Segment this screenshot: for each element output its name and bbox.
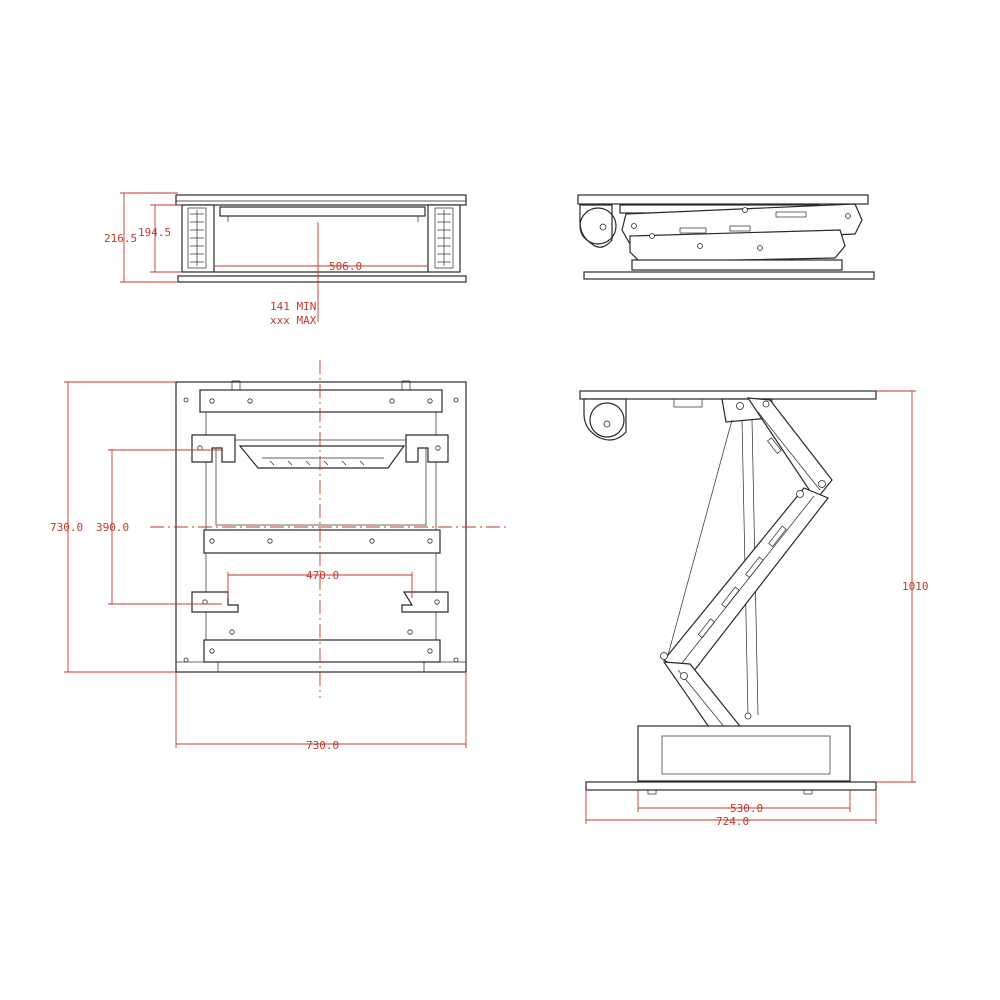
dim-front-inner-height: 194.5: [138, 226, 171, 239]
dim-plan-slot-span: 390.0: [96, 521, 129, 534]
dim-plan-width: 730.0: [306, 739, 339, 752]
note-max-height: xxx MAX: [270, 314, 317, 327]
note-min-height: 141 MIN: [270, 300, 316, 313]
side-view-extended: 1010 530.0 724.0: [579, 390, 929, 828]
dim-extended-base-width: 530.0: [730, 802, 763, 815]
dim-extended-plate-width: 724.0: [716, 815, 749, 828]
side-view-retracted: [577, 194, 875, 280]
dim-extended-drop: 1010: [902, 580, 929, 593]
dim-plan-slot-width: 470.0: [306, 569, 339, 582]
dim-front-total-height: 216.5: [104, 232, 137, 245]
dim-front-width: 506.0: [329, 260, 362, 273]
dim-plan-height: 730.0: [50, 521, 83, 534]
plan-view: 730.0 390.0 470.0 730.0: [50, 360, 508, 752]
front-view-retracted: 216.5 194.5 506.0 141 MIN xxx MAX: [104, 192, 467, 327]
